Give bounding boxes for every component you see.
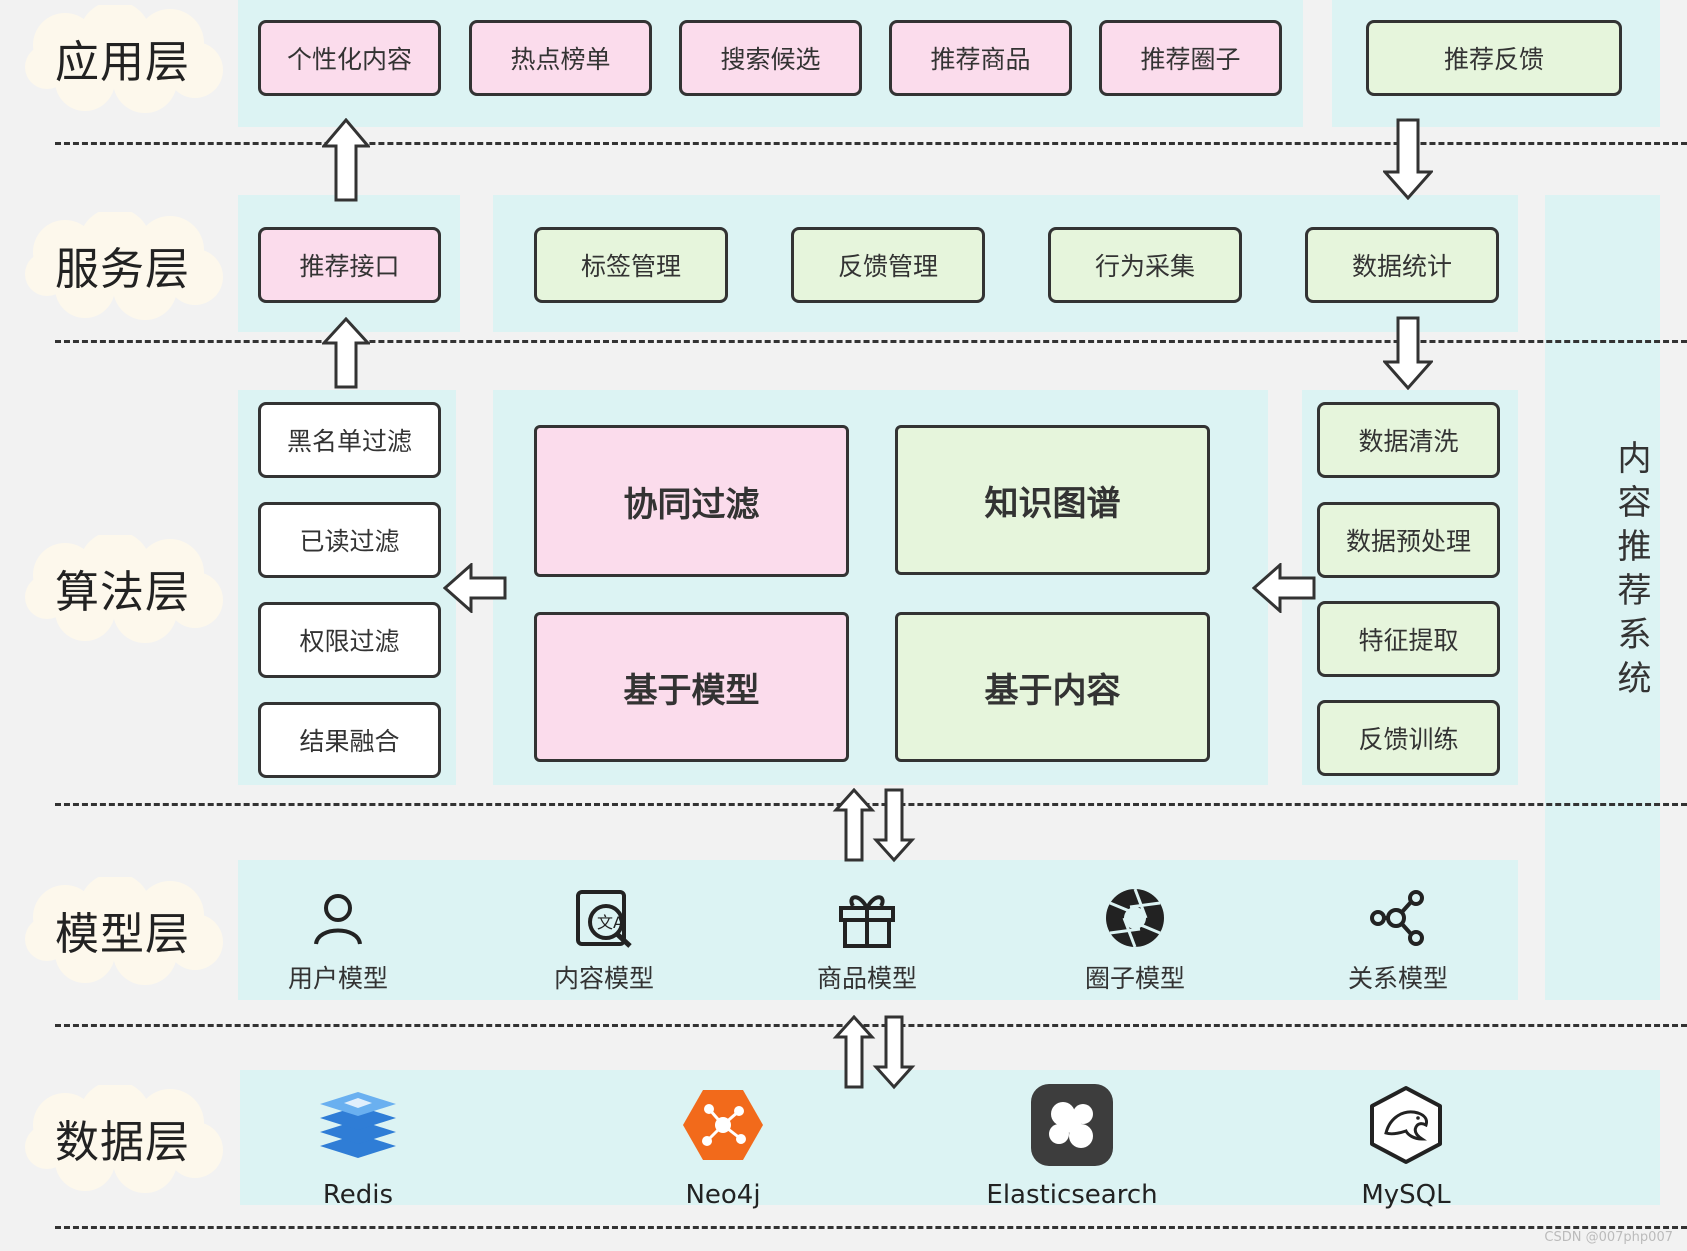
layer-label-app-text: 应用层 xyxy=(55,36,190,88)
layer-label-model: 模型层 xyxy=(25,877,223,985)
model-user: 用户模型 xyxy=(243,883,433,995)
share-nodes-icon xyxy=(1370,890,1424,946)
separator-4 xyxy=(55,1024,1687,1027)
model-circle-label: 圈子模型 xyxy=(1084,964,1185,993)
proc-data-preprocessing: 数据预处理 xyxy=(1317,502,1500,578)
neo4j-icon xyxy=(683,1090,763,1160)
service-api: 推荐接口 xyxy=(258,227,441,303)
svg-text:文A: 文A xyxy=(597,913,624,932)
model-goods: 商品模型 xyxy=(772,883,962,995)
model-panel xyxy=(238,860,1518,1000)
db-elasticsearch: Elasticsearch xyxy=(962,1080,1182,1210)
elasticsearch-icon xyxy=(1031,1084,1113,1166)
model-goods-label: 商品模型 xyxy=(816,964,917,993)
arrow-left-algo-to-filter xyxy=(443,563,507,613)
arrow-bidirectional-model-data xyxy=(832,1015,916,1090)
arrow-down-service-to-algo xyxy=(1383,316,1433,390)
algo-model-based: 基于模型 xyxy=(534,612,849,762)
user-icon xyxy=(314,894,362,945)
model-content-label: 内容模型 xyxy=(553,964,654,993)
algo-content-based: 基于内容 xyxy=(895,612,1210,762)
filter-permission: 权限过滤 xyxy=(258,602,441,678)
layer-label-service-text: 服务层 xyxy=(55,243,190,295)
side-system-label: 内容推荐系统 xyxy=(1611,440,1651,704)
arrow-down-feedback-to-service xyxy=(1383,118,1433,200)
arrow-bidirectional-algo-model xyxy=(832,788,916,863)
app-item-goods: 推荐商品 xyxy=(889,20,1072,96)
gift-icon xyxy=(839,895,895,948)
separator-1 xyxy=(55,142,1687,145)
arrow-up-algo-to-service xyxy=(322,317,370,389)
layer-label-model-text: 模型层 xyxy=(55,908,190,960)
algo-collaborative-filtering: 协同过滤 xyxy=(534,425,849,577)
filter-blacklist: 黑名单过滤 xyxy=(258,402,441,478)
filter-read: 已读过滤 xyxy=(258,502,441,578)
db-neo4j-label: Neo4j xyxy=(685,1180,761,1210)
app-item-circle: 推荐圈子 xyxy=(1099,20,1282,96)
mysql-icon xyxy=(1370,1086,1442,1164)
algo-knowledge-graph: 知识图谱 xyxy=(895,425,1210,575)
db-elasticsearch-label: Elasticsearch xyxy=(986,1180,1158,1210)
service-tag-management: 标签管理 xyxy=(534,227,728,303)
proc-feedback-training: 反馈训练 xyxy=(1317,700,1500,776)
filter-result-fusion: 结果融合 xyxy=(258,702,441,778)
separator-2 xyxy=(55,340,1687,343)
app-item-search: 搜索候选 xyxy=(679,20,862,96)
layer-label-algo-text: 算法层 xyxy=(55,566,190,618)
layer-label-algo: 算法层 xyxy=(25,535,223,643)
service-behavior-collection: 行为采集 xyxy=(1048,227,1242,303)
service-data-statistics: 数据统计 xyxy=(1305,227,1499,303)
app-item-hot-list: 热点榜单 xyxy=(469,20,652,96)
db-mysql-label: MySQL xyxy=(1361,1180,1451,1210)
aperture-icon xyxy=(1106,888,1164,948)
proc-feature-extraction: 特征提取 xyxy=(1317,601,1500,677)
separator-3 xyxy=(55,803,1687,806)
separator-5 xyxy=(55,1226,1687,1229)
db-mysql: MySQL xyxy=(1296,1080,1516,1210)
service-feedback-management: 反馈管理 xyxy=(791,227,985,303)
model-content: 文A 内容模型 xyxy=(509,883,699,995)
model-user-label: 用户模型 xyxy=(287,964,388,993)
redis-icon xyxy=(320,1092,396,1158)
db-redis: Redis xyxy=(248,1080,468,1210)
model-relation-label: 关系模型 xyxy=(1347,964,1448,993)
side-system-panel xyxy=(1545,195,1660,1000)
app-item-feedback: 推荐反馈 xyxy=(1366,20,1622,96)
arrow-up-service-to-app xyxy=(322,118,370,202)
layer-label-data-text: 数据层 xyxy=(55,1116,190,1168)
model-circle: 圈子模型 xyxy=(1040,883,1230,995)
proc-data-cleaning: 数据清洗 xyxy=(1317,402,1500,478)
arrow-left-processing-to-algo xyxy=(1252,563,1316,613)
model-relation: 关系模型 xyxy=(1303,883,1493,995)
watermark: CSDN @007php007 xyxy=(1544,1230,1673,1245)
db-redis-label: Redis xyxy=(322,1180,394,1210)
layer-label-data: 数据层 xyxy=(25,1085,223,1193)
app-item-personalized: 个性化内容 xyxy=(258,20,441,96)
translate-search-icon: 文A xyxy=(576,890,632,948)
layer-label-service: 服务层 xyxy=(25,212,223,320)
layer-label-app: 应用层 xyxy=(25,5,223,113)
db-neo4j: Neo4j xyxy=(613,1080,833,1210)
